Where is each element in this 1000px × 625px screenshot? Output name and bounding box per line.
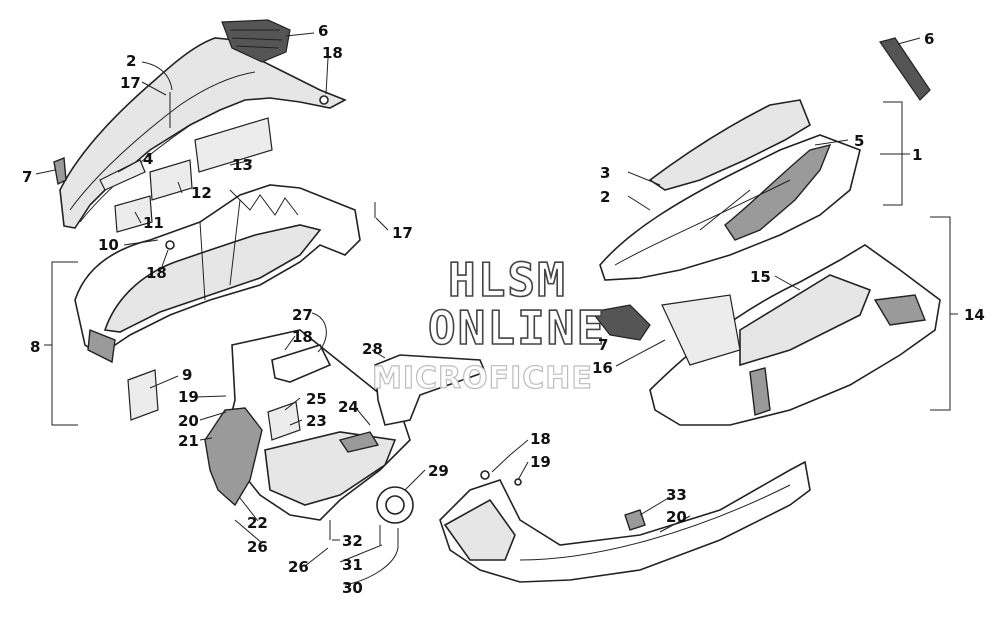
heat-shield-part bbox=[271, 344, 332, 383]
callout-24: 24 bbox=[338, 398, 359, 416]
decal-4-part bbox=[99, 159, 146, 191]
support-rail-part bbox=[374, 354, 487, 426]
callout-25: 25 bbox=[306, 390, 327, 408]
callout-19: 19 bbox=[178, 388, 199, 406]
callout-1: 1 bbox=[912, 146, 922, 164]
callout-16: 16 bbox=[592, 359, 613, 377]
leader-lines bbox=[35, 32, 921, 586]
callout-11: 11 bbox=[143, 214, 164, 232]
callout-6: 6 bbox=[318, 22, 328, 40]
decal-13-part bbox=[194, 117, 273, 173]
callout-21: 21 bbox=[178, 432, 199, 450]
callout-26: 26 bbox=[247, 538, 268, 556]
nut-18b-part bbox=[319, 95, 329, 105]
callout-33: 33 bbox=[666, 486, 687, 504]
right-lower-panel-part bbox=[649, 244, 941, 426]
watermark-line-2: ONLINE bbox=[428, 301, 606, 355]
callout-28: 28 bbox=[362, 340, 383, 358]
nut-18c-part bbox=[480, 470, 490, 480]
callout-14: 14 bbox=[964, 306, 985, 324]
side-bracket-part bbox=[204, 407, 263, 507]
right-hood-assembly-part bbox=[599, 99, 861, 281]
callout-22: 22 bbox=[247, 514, 268, 532]
upper-hood-panel-part bbox=[59, 37, 347, 229]
callout-12: 12 bbox=[191, 184, 212, 202]
callout-13: 13 bbox=[232, 156, 253, 174]
callout-9: 9 bbox=[182, 366, 192, 384]
decal-16-part bbox=[661, 294, 741, 366]
callout-20: 20 bbox=[666, 508, 687, 526]
callout-3: 3 bbox=[600, 164, 610, 182]
callout-30: 30 bbox=[342, 579, 363, 597]
callout-32: 32 bbox=[342, 532, 363, 550]
left-clip-part bbox=[53, 157, 67, 186]
callout-2: 2 bbox=[126, 52, 136, 70]
callout-6: 6 bbox=[924, 30, 934, 48]
callout-18: 18 bbox=[146, 264, 167, 282]
callout-23: 23 bbox=[306, 412, 327, 430]
callout-17: 17 bbox=[120, 74, 141, 92]
right-vent-grille-part bbox=[590, 304, 651, 341]
callout-10: 10 bbox=[98, 236, 119, 254]
callout-31: 31 bbox=[342, 556, 363, 574]
callout-2: 2 bbox=[600, 188, 610, 206]
callouts: 2 17 6 18 7 4 13 12 11 10 18 17 8 9 19 2… bbox=[22, 22, 985, 597]
callout-15: 15 bbox=[750, 268, 771, 286]
grommet-29-part bbox=[376, 486, 414, 524]
callout-17: 17 bbox=[392, 224, 413, 242]
decal-11-part bbox=[114, 195, 153, 233]
callout-29: 29 bbox=[428, 462, 449, 480]
callout-7: 7 bbox=[598, 336, 608, 354]
clip-33-part bbox=[624, 509, 646, 531]
callout-8: 8 bbox=[30, 338, 40, 356]
callout-18: 18 bbox=[322, 44, 343, 62]
nose-pan-assembly-part bbox=[74, 184, 361, 364]
callout-7: 7 bbox=[22, 168, 32, 186]
callout-27: 27 bbox=[292, 306, 313, 324]
lower-right-skid-part bbox=[439, 460, 811, 583]
callout-20: 20 bbox=[178, 412, 199, 430]
nut-18-part bbox=[165, 240, 175, 250]
callout-18: 18 bbox=[530, 430, 551, 448]
screw-31-part bbox=[379, 525, 399, 548]
left-vent-grille-part bbox=[221, 19, 291, 63]
callout-18: 18 bbox=[292, 328, 313, 346]
bracket-8 bbox=[44, 261, 78, 426]
decal-9-part bbox=[127, 369, 159, 421]
callout-4: 4 bbox=[143, 150, 153, 168]
bracket-14 bbox=[930, 216, 958, 411]
decal-23-part bbox=[267, 401, 301, 441]
watermark-line-1: HLSM bbox=[448, 253, 567, 307]
decal-12-part bbox=[149, 159, 193, 201]
callout-26: 26 bbox=[288, 558, 309, 576]
callout-5: 5 bbox=[854, 132, 864, 150]
right-vent-part bbox=[879, 37, 931, 101]
watermark-line-3: MICROFICHE bbox=[372, 361, 593, 396]
callout-19: 19 bbox=[530, 453, 551, 471]
